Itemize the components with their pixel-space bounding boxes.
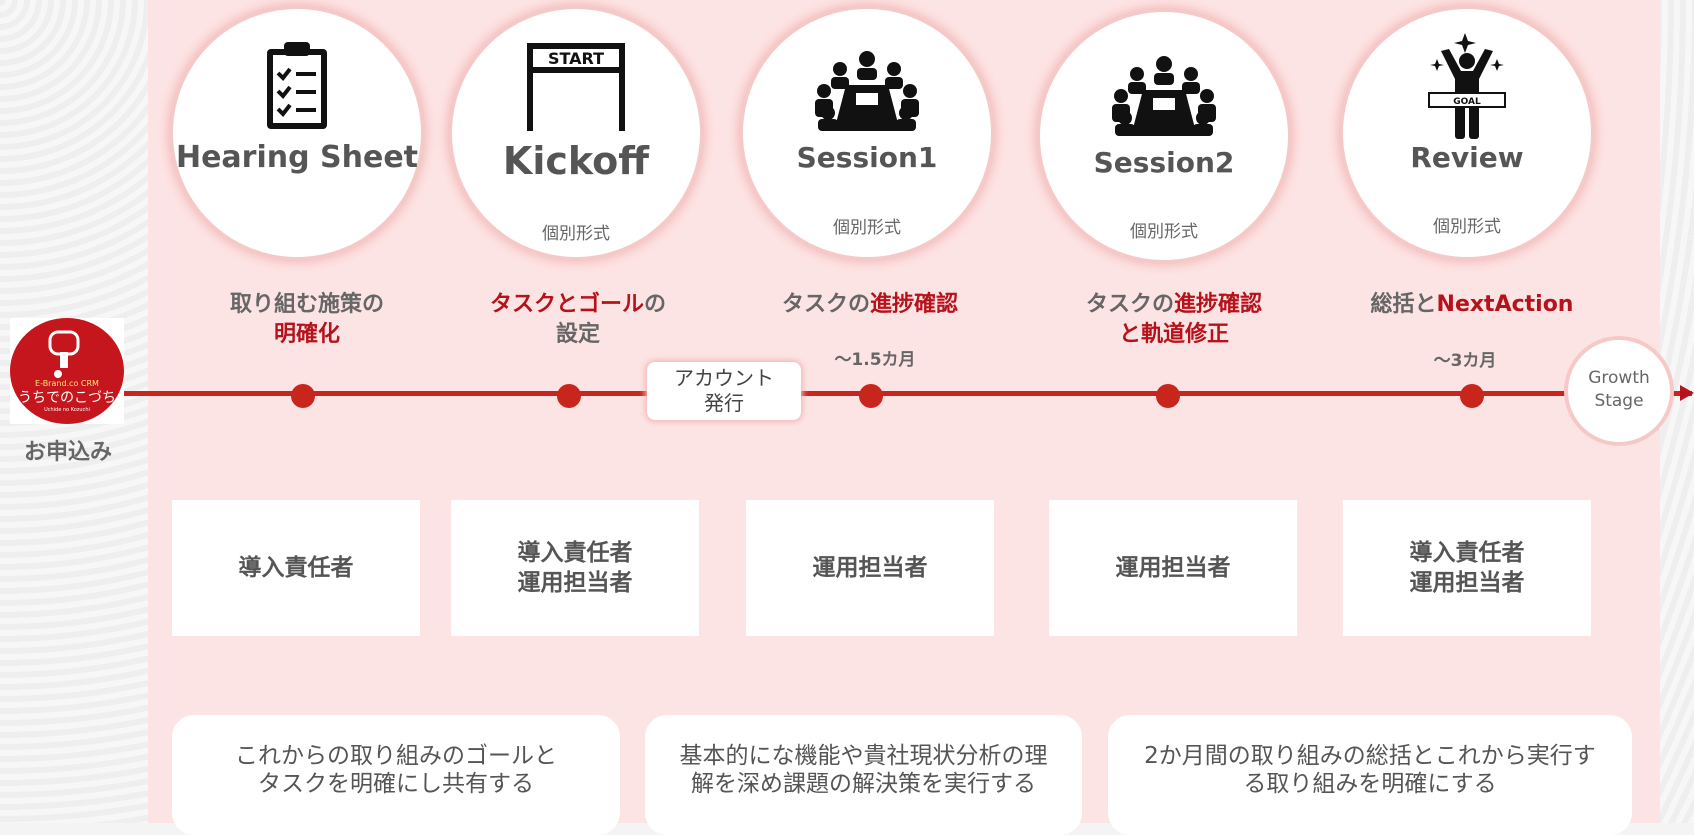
stage-title: Session2	[1093, 146, 1235, 179]
meeting-table-icon	[743, 49, 991, 131]
account-issue-badge: アカウント 発行	[647, 362, 801, 420]
timeline-arrowhead	[1680, 385, 1694, 401]
timeline-line	[120, 391, 1692, 396]
stage-review: GOAL Review 個別形式	[1343, 9, 1591, 257]
stage-format: 個別形式	[1130, 222, 1198, 242]
stage-format: 個別形式	[542, 224, 610, 244]
duration-1-5-months: 〜1.5カ月	[834, 350, 916, 370]
growth-stage-circle: Growth Stage	[1568, 340, 1670, 442]
timeline-dot-session1	[859, 384, 883, 408]
svg-text:START: START	[548, 49, 604, 68]
timeline-dot-review	[1460, 384, 1484, 408]
task-kickoff: タスクとゴールの 設定	[489, 292, 667, 347]
goal-person-icon: GOAL	[1343, 33, 1591, 139]
duration-3-months: 〜3カ月	[1433, 351, 1497, 371]
meeting-table-icon	[1040, 54, 1288, 136]
stage-hearing-sheet: Hearing Sheet	[173, 9, 421, 257]
stage-title: Session1	[796, 141, 938, 174]
role-box-session1: 運用担当者	[746, 500, 994, 636]
stage-session2: Session2 個別形式	[1040, 12, 1288, 260]
clipboard-checklist-icon	[173, 39, 421, 131]
task-session2: タスクの進捗確認 と軌道修正	[1085, 292, 1263, 347]
apply-label: お申込み	[23, 440, 112, 465]
stage-session1: Session1 個別形式	[743, 9, 991, 257]
task-review: 総括とNextAction	[1370, 292, 1574, 317]
role-box-review: 導入責任者運用担当者	[1343, 500, 1591, 636]
timeline-dot-hearing	[291, 384, 315, 408]
stage-title: Review	[1410, 141, 1524, 174]
description-box-3: 2か月間の取り組みの総括とこれから実行す る取り組みを明確にする	[1108, 715, 1632, 835]
role-box-kickoff: 導入責任者運用担当者	[451, 500, 699, 636]
task-session1: タスクの進捗確認	[781, 292, 959, 317]
timeline-dot-kickoff	[557, 384, 581, 408]
svg-text:うちでのこづち: うちでのこづち	[18, 390, 116, 406]
stage-kickoff: START Kickoff 個別形式	[452, 9, 700, 257]
role-box-hearing: 導入責任者	[172, 500, 420, 636]
uchidenokozuchi-logo: E-Brand.co CRM うちでのこづち Uchide no Kozuchi	[10, 318, 124, 424]
description-box-1: これからの取り組みのゴールと タスクを明確にし共有する	[172, 715, 620, 835]
stage-format: 個別形式	[1433, 217, 1501, 237]
description-box-2: 基本的にな機能や貴社現状分析の理 解を深め課題の解決策を実行する	[645, 715, 1082, 835]
svg-text:E-Brand.co CRM: E-Brand.co CRM	[35, 379, 99, 388]
svg-text:Uchide no Kozuchi: Uchide no Kozuchi	[44, 407, 90, 413]
svg-text:GOAL: GOAL	[1453, 97, 1481, 107]
task-hearing: 取り組む施策の 明確化	[229, 292, 384, 347]
timeline-dot-session2	[1156, 384, 1180, 408]
role-box-session2: 運用担当者	[1049, 500, 1297, 636]
start-gate-icon: START	[452, 43, 700, 131]
stage-format: 個別形式	[833, 218, 901, 238]
stage-title: Kickoff	[502, 139, 650, 183]
stage-title: Hearing Sheet	[175, 140, 419, 175]
